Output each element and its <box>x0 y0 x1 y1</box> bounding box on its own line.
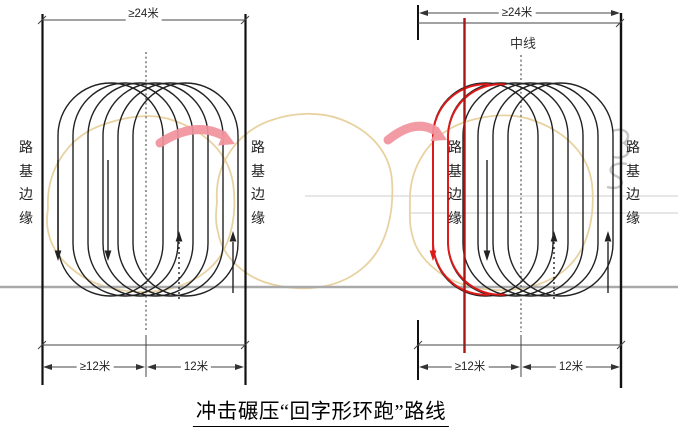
center-line-label: 中线 <box>507 36 539 51</box>
left-boundary-lines <box>41 14 247 385</box>
arrowhead-left-icon <box>147 364 156 370</box>
right-bottom-dimension <box>413 335 626 377</box>
dimension-tick <box>615 18 625 28</box>
arrowhead-right-icon <box>611 10 620 16</box>
arrowhead-right-icon <box>611 364 620 370</box>
loop-4 <box>102 82 209 297</box>
down-arrow-icon <box>483 250 491 261</box>
loop-6 <box>132 82 239 297</box>
watermark-glyph-2 <box>606 162 628 190</box>
left-bottom-dimension-label-1: ≥12米 <box>76 360 114 374</box>
flow-arrows <box>155 121 447 148</box>
arrowhead-left-icon <box>522 364 531 370</box>
loop-3 <box>87 82 194 297</box>
up-arrow-icon <box>229 231 237 242</box>
arrowhead-left-icon <box>43 364 52 370</box>
flow-arrow-left-icon <box>218 130 235 146</box>
roadbed-edge-label-left-outer: 路基边缘 <box>19 139 33 226</box>
cloud-left <box>46 115 236 293</box>
dimension-tick <box>240 340 250 350</box>
down-arrow-icon <box>104 250 112 261</box>
loop-2 <box>72 82 179 297</box>
cloud-middle <box>215 112 394 290</box>
flow-arrow-right-icon <box>383 121 439 145</box>
roadbed-edge-label-right-inner: 路基边缘 <box>448 139 462 226</box>
left-top-dimension-label: ≥24米 <box>125 8 162 21</box>
arrowhead-right-icon <box>235 364 244 370</box>
dimension-tick <box>37 15 47 25</box>
roadbed-edge-label-right-outer: 路基边缘 <box>626 139 640 226</box>
up-arrow-dashed-icon <box>550 231 558 242</box>
dimension-tick <box>413 340 423 350</box>
up-arrow-icon <box>604 231 612 242</box>
left-direction-arrows <box>54 160 237 300</box>
right-direction-arrows <box>483 160 612 300</box>
roadbed-edge-label-left-inner: 路基边缘 <box>251 139 265 226</box>
left-diagram <box>37 14 250 385</box>
arrowhead-left-icon <box>419 364 428 370</box>
diagram-title: 冲击碾压“回字形环跑”路线 <box>192 394 450 427</box>
left-bottom-dimension <box>37 335 250 377</box>
left-bottom-dimension-label-2: 12米 <box>180 360 212 374</box>
dimension-tick <box>240 15 250 25</box>
loop-4 <box>477 82 584 297</box>
up-arrow-dashed-icon <box>175 231 183 242</box>
flow-arrow-left-icon <box>155 125 227 148</box>
new-loop-red-2 <box>447 83 506 296</box>
flow-arrow-right-icon <box>430 126 447 141</box>
right-diagram <box>413 5 626 388</box>
right-bottom-dimension-label-2: 12米 <box>555 360 587 374</box>
loop-5 <box>117 82 224 297</box>
loop-1 <box>57 82 164 297</box>
down-arrow-red-icon <box>429 250 437 261</box>
right-top-dimension-label: ≥24米 <box>498 7 536 20</box>
left-loop-paths <box>57 82 239 297</box>
loop-3 <box>462 82 569 297</box>
loop-6 <box>507 82 614 297</box>
arrowhead-right-icon <box>136 364 145 370</box>
down-arrow-icon <box>54 250 62 261</box>
dimension-tick <box>616 340 626 350</box>
right-red-overlays <box>429 18 506 353</box>
right-bottom-dimension-label-1: ≥12米 <box>451 360 489 374</box>
dimension-tick <box>37 340 47 350</box>
loop-5 <box>492 82 599 297</box>
background-gridlines <box>305 195 678 214</box>
arrowhead-left-icon <box>419 10 428 16</box>
arrowhead-right-icon <box>511 364 520 370</box>
revision-clouds <box>46 112 594 293</box>
